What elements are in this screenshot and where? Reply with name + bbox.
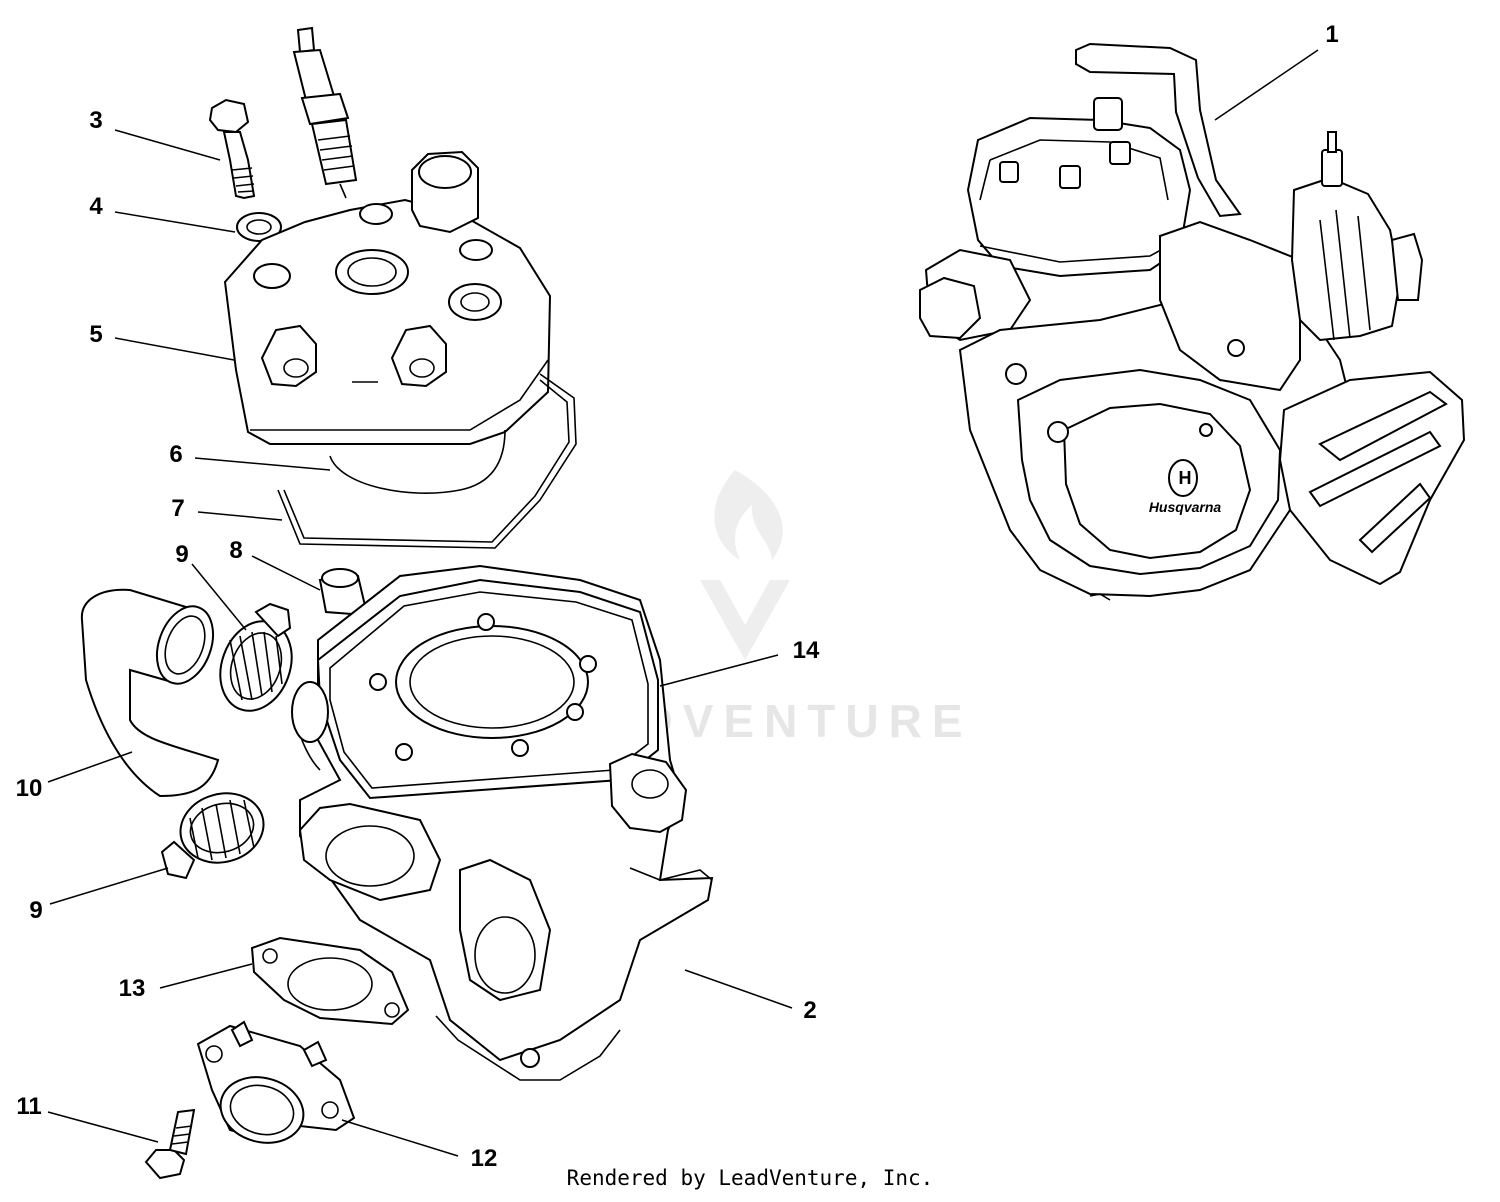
part-clamp-9b (160, 792, 265, 880)
callouts: 1 3 4 5 6 7 8 9 14 10 9 13 2 11 12 (16, 21, 1339, 1172)
part-washer-4 (236, 212, 282, 242)
part-bolt-3 (208, 98, 256, 200)
logo-crown-letter: H (1179, 468, 1192, 488)
part-gasket-6 (329, 429, 506, 494)
callout-3: 3 (89, 107, 102, 134)
part-spark-plug (292, 26, 358, 199)
husqvarna-logo: Husqvarna (1149, 499, 1222, 515)
render-credit: Rendered by LeadVenture, Inc. (566, 1166, 934, 1190)
callout-2: 2 (803, 997, 816, 1024)
part-gasket-13 (250, 936, 410, 1026)
callout-9b: 9 (29, 897, 42, 924)
part-bolt-11 (144, 1108, 196, 1180)
callout-14: 14 (793, 637, 820, 664)
part-hose-10 (80, 588, 220, 798)
callout-1: 1 (1325, 21, 1338, 48)
leader-lines (47, 49, 1319, 1157)
callout-5: 5 (89, 321, 102, 348)
part-clamp-9a (219, 602, 293, 712)
callout-11: 11 (16, 1093, 41, 1120)
part-dowel-8 (318, 568, 368, 616)
callout-13: 13 (119, 975, 146, 1002)
callout-6: 6 (169, 441, 182, 468)
callout-10: 10 (16, 775, 43, 802)
callout-12: 12 (471, 1145, 498, 1172)
part-cylinder-14 (291, 564, 714, 1081)
part-gasket-7 (277, 373, 577, 549)
part-cylinder-head-5 (223, 150, 552, 445)
callout-9a: 9 (175, 541, 188, 568)
callout-4: 4 (89, 193, 103, 220)
callout-8: 8 (229, 537, 242, 564)
part-flange-12 (196, 1020, 356, 1144)
callout-7: 7 (171, 495, 184, 522)
part-engine-assembly-1: H Husqvarna (919, 42, 1466, 601)
